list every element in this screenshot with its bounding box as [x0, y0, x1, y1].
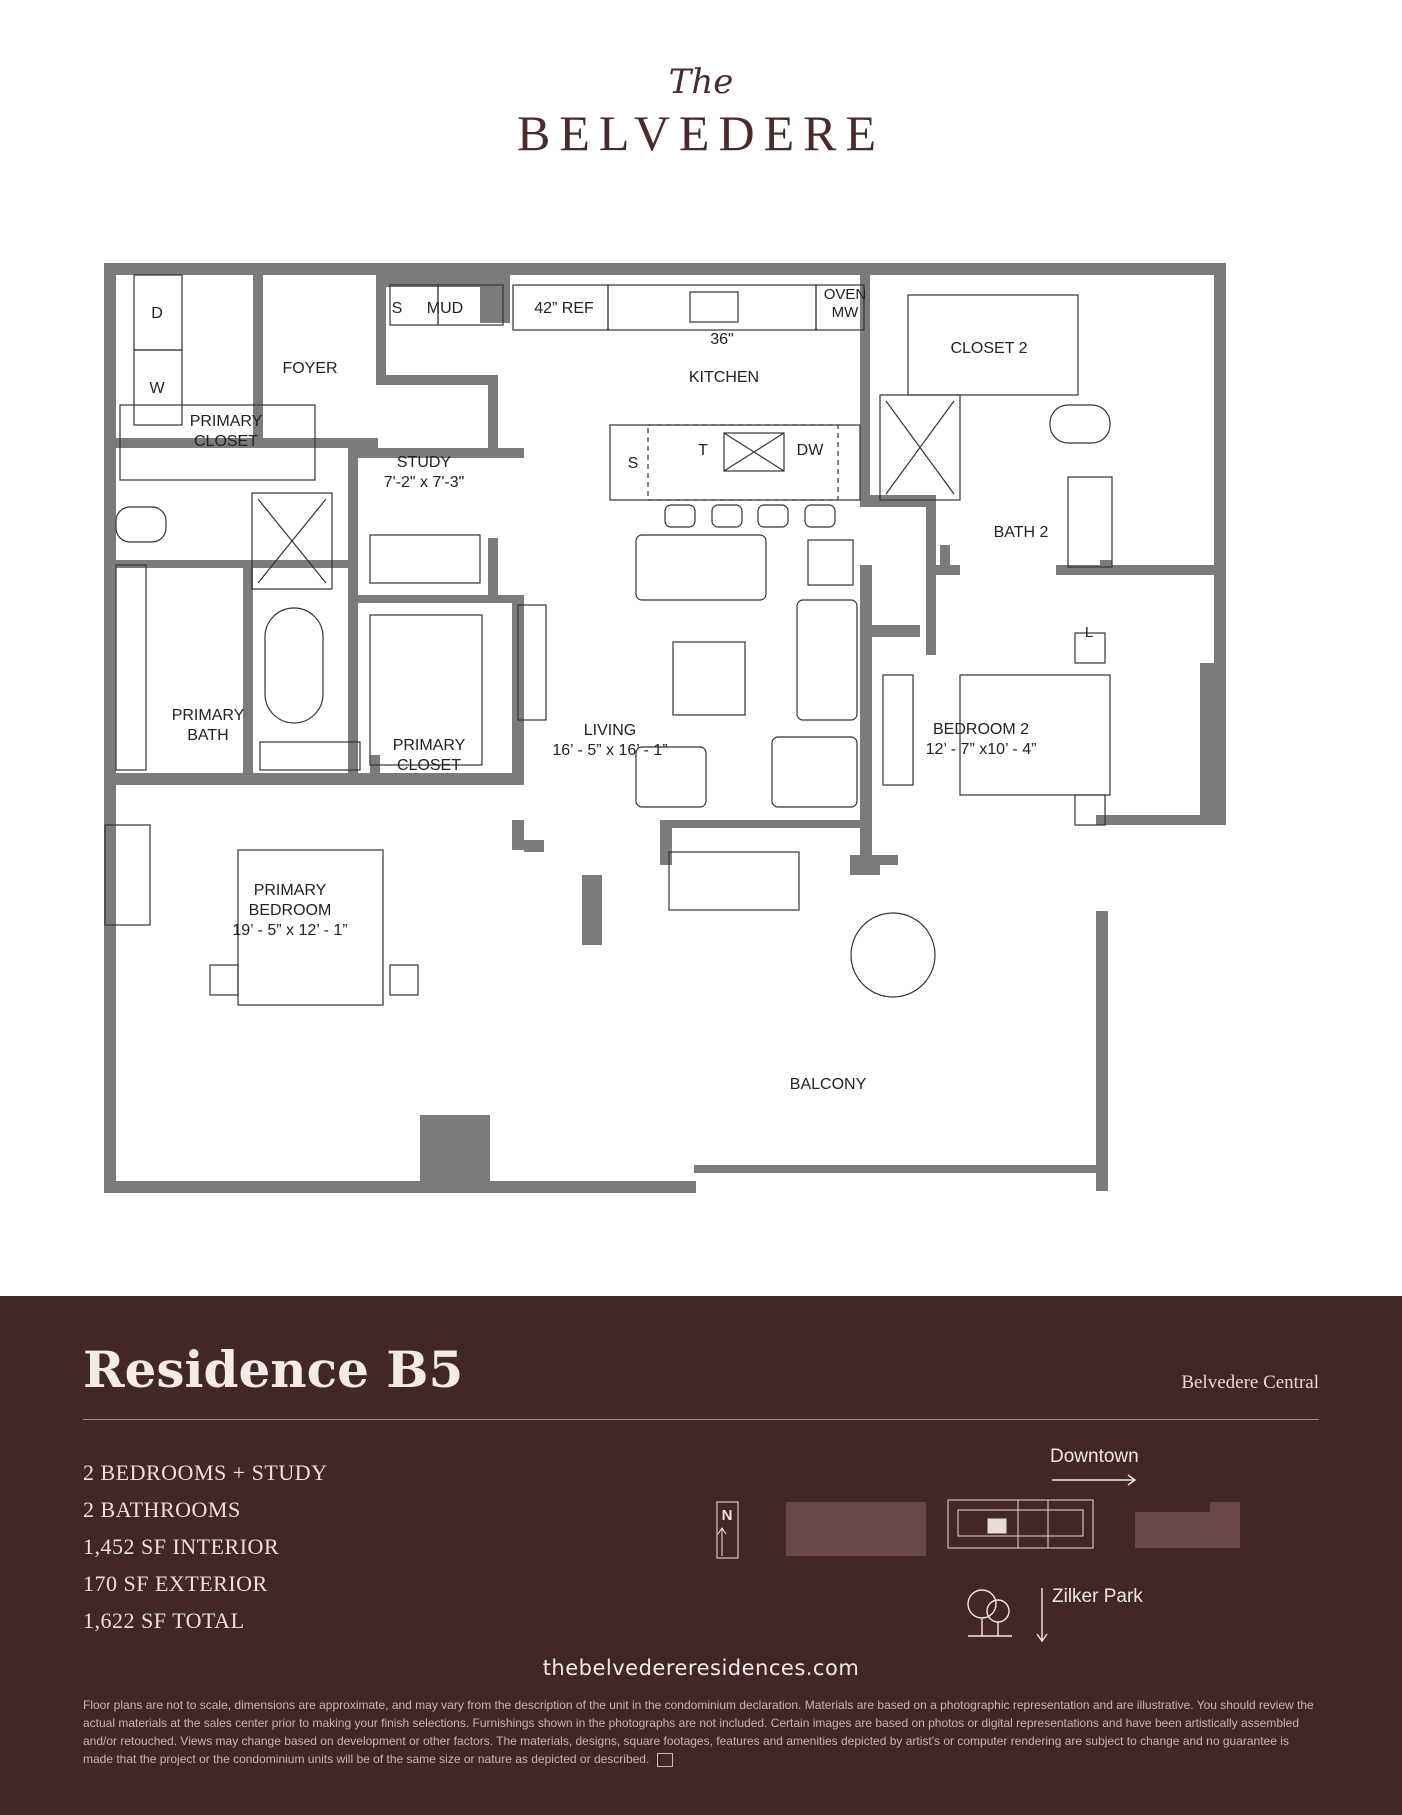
building-name: Belvedere Central	[1181, 1372, 1319, 1393]
primary-bath-label-1: PRIMARY	[172, 707, 245, 724]
island-t-label: T	[698, 442, 708, 459]
island-sink-label: S	[628, 455, 639, 472]
spec-bedrooms: 2 BEDROOMS + STUDY	[83, 1460, 328, 1485]
website-link[interactable]: thebelvedereresidences.com	[542, 1656, 860, 1680]
residence-title: Residence B5	[83, 1340, 464, 1399]
kitchen-label: KITCHEN	[689, 369, 759, 386]
mud-label: MUD	[427, 300, 463, 317]
primary-bedroom-dimensions: 19’ - 5” x 12’ - 1”	[232, 922, 347, 939]
walls	[104, 263, 1226, 1193]
bedroom2-label: BEDROOM 2	[933, 721, 1029, 738]
disclaimer: Floor plans are not to scale, dimensions…	[83, 1696, 1319, 1768]
primary-closet-mid-label-2: CLOSET	[397, 757, 461, 774]
closet2-label: CLOSET 2	[950, 340, 1027, 357]
spec-bathrooms: 2 BATHROOMS	[83, 1497, 241, 1522]
mud-s-label: S	[392, 300, 403, 317]
site-plan: Downtown N Zilker Park	[716, 1446, 1240, 1643]
bedroom2-dimensions: 12’ - 7” x10’ - 4”	[926, 741, 1037, 758]
primary-bedroom-label-2: BEDROOM	[249, 902, 332, 919]
study-dimensions: 7'-2" x 7'-3"	[384, 474, 465, 491]
building-block-west	[786, 1502, 926, 1556]
washer-label: W	[149, 380, 165, 397]
tree-icon	[967, 1589, 1012, 1637]
logo-wordmark: BELVEDERE	[516, 105, 886, 161]
logo-script: The	[668, 62, 734, 102]
room-labels: D W FOYER S MUD 42” REF 36" OVEN MW KITC…	[149, 286, 1093, 1093]
fixtures	[104, 274, 1113, 1006]
ref-label: 42” REF	[534, 300, 594, 317]
floor-plan: D W FOYER S MUD 42” REF 36" OVEN MW KITC…	[104, 263, 1226, 1193]
tower-footprint	[947, 1499, 1094, 1549]
north-label: N	[722, 1507, 733, 1524]
range-label: 36"	[710, 331, 733, 348]
oven-label: OVEN	[824, 286, 867, 303]
primary-bedroom-label-1: PRIMARY	[254, 882, 327, 899]
balcony-label: BALCONY	[790, 1076, 867, 1093]
laundry-label: L	[1085, 624, 1093, 641]
residence-info-panel: Residence B5 Belvedere Central 2 BEDROOM…	[0, 1296, 1402, 1815]
arrow-right-icon	[1052, 1474, 1137, 1486]
arrow-down-icon	[1036, 1588, 1048, 1643]
primary-closet-mid-label-1: PRIMARY	[393, 737, 466, 754]
zilker-park-label: Zilker Park	[1052, 1586, 1143, 1607]
spec-interior: 1,452 SF INTERIOR	[83, 1534, 280, 1559]
bath2-label: BATH 2	[994, 524, 1049, 541]
microwave-label: MW	[832, 304, 859, 321]
residence-specs: 2 BEDROOMS + STUDY 2 BATHROOMS 1,452 SF …	[83, 1454, 328, 1639]
primary-closet-top-label-2: CLOSET	[194, 433, 258, 450]
dryer-label: D	[151, 305, 163, 322]
spec-exterior: 170 SF EXTERIOR	[83, 1571, 268, 1596]
foyer-label: FOYER	[282, 360, 337, 377]
downtown-label: Downtown	[1050, 1446, 1139, 1467]
spec-total: 1,622 SF TOTAL	[83, 1608, 245, 1633]
living-dimensions: 16’ - 5” x 16’ - 1”	[552, 742, 667, 759]
divider	[83, 1419, 1319, 1420]
building-block-east	[1135, 1502, 1240, 1548]
primary-bath-label-2: BATH	[187, 727, 228, 744]
disclaimer-text: Floor plans are not to scale, dimensions…	[83, 1698, 1314, 1766]
living-label: LIVING	[584, 722, 636, 739]
study-label: STUDY	[397, 454, 452, 471]
primary-closet-top-label-1: PRIMARY	[190, 413, 263, 430]
island-dw-label: DW	[797, 442, 825, 459]
equal-housing-icon	[657, 1752, 674, 1767]
north-arrow-icon: N	[716, 1501, 739, 1559]
